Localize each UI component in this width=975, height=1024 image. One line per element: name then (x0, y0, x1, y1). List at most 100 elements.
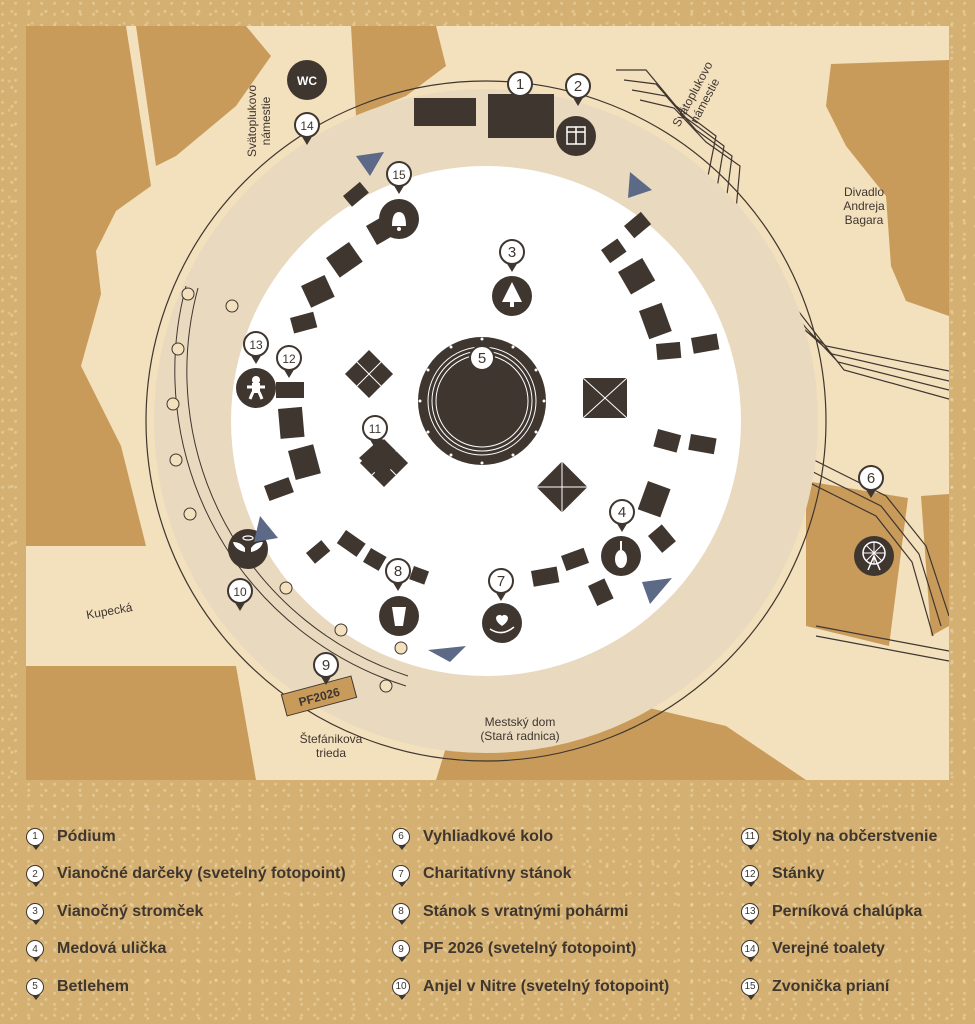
legend-item: 5 Betlehem (26, 968, 346, 1006)
street-label-stefanikova: trieda (316, 746, 346, 760)
legend-badge: 4 (26, 940, 44, 963)
map-pin-number: 6 (867, 470, 875, 487)
legend-item: 14 Verejné toalety (741, 931, 937, 969)
map-pin-circle (488, 568, 514, 594)
direction-arrow (642, 578, 672, 604)
stall (278, 406, 305, 439)
legend-label: Vianočné darčeky (svetelný fotopoint) (57, 865, 346, 883)
map-pin-8[interactable]: 8 (385, 558, 411, 591)
pillar (169, 453, 183, 467)
stall (306, 540, 331, 564)
legend-label: Charitatívny stánok (423, 865, 572, 883)
map-pin-5[interactable]: 5 (469, 345, 495, 378)
stall (336, 530, 366, 557)
map-pin-number: 9 (322, 657, 330, 674)
stall (561, 547, 590, 572)
map-pin-number: 8 (394, 563, 402, 580)
map-pin-12[interactable]: 12 (276, 345, 302, 378)
pillar (225, 299, 239, 313)
street-label: Svätoplukovo (245, 85, 259, 157)
building-label-divadlo: Divadlo (844, 185, 884, 199)
legend-label: Betlehem (57, 977, 130, 995)
legend-badge: 7 (392, 865, 410, 888)
map-pin-number: 14 (300, 119, 314, 133)
building-bottom-left (26, 666, 256, 780)
stall (691, 333, 720, 354)
pillar (166, 397, 180, 411)
map-pin-circle (227, 578, 253, 604)
tent (582, 377, 628, 419)
stall (618, 258, 656, 295)
colonnade-arc (174, 285, 407, 687)
building-right-edge (921, 494, 949, 636)
building-left (26, 26, 151, 546)
map-pin-circle (243, 331, 269, 357)
street-label-stefanikova: Štefánikova (300, 731, 363, 746)
legend-label: Zvonička prianí (772, 977, 890, 995)
map-pin-circle (499, 239, 525, 265)
pillar (334, 623, 348, 637)
legend-label: Stoly na občerstvenie (772, 827, 938, 845)
stall (639, 302, 672, 340)
stall (414, 98, 476, 126)
legend-badge: 10 (392, 977, 410, 1000)
legend-badge: 14 (741, 940, 759, 963)
tables-icon[interactable] (359, 438, 403, 478)
wc-icon[interactable] (287, 60, 327, 100)
pillar (279, 581, 293, 595)
legend-badge: 11 (741, 827, 759, 850)
direction-arrow (628, 172, 652, 198)
stall (290, 311, 318, 334)
nativity-lights (418, 337, 546, 465)
map-pin-4[interactable]: 4 (609, 499, 635, 532)
map-pin-2[interactable]: 2 (565, 73, 591, 106)
map-pin-6[interactable]: 6 (858, 465, 884, 498)
stall (648, 524, 676, 553)
map-pin-1[interactable]: 1 (507, 71, 533, 104)
pf-sign-icon[interactable]: PF2026 (280, 675, 358, 717)
pillar (379, 679, 393, 693)
legend-badge: 6 (392, 827, 410, 850)
legend-badge: 5 (26, 977, 44, 1000)
map-pin-11[interactable]: 11 (362, 415, 388, 448)
map-pin-number: 11 (369, 422, 382, 436)
pillar (171, 342, 185, 356)
market-map: PF2026 WC Svätoplukovo námestie Svätoplu… (26, 26, 949, 780)
stall (264, 477, 294, 502)
map-pin-14[interactable]: 14 (294, 112, 320, 145)
building-label-divadlo: Andreja (843, 199, 885, 213)
map-pin-7[interactable]: 7 (488, 568, 514, 601)
map-pin-number: 13 (249, 338, 263, 352)
nativity-scene (418, 337, 546, 465)
map-pin-13[interactable]: 13 (243, 331, 269, 364)
tent (536, 461, 588, 513)
legend-badge: 8 (392, 902, 410, 925)
legend-label: Stánok s vratnými pohármi (423, 902, 629, 920)
map-pin-10[interactable]: 10 (227, 578, 253, 611)
map-pin-3[interactable]: 3 (499, 239, 525, 272)
stall (409, 566, 430, 585)
map-pin-number: 10 (233, 585, 247, 599)
pillar (394, 641, 408, 655)
map-pin-number: 1 (516, 76, 524, 93)
map-pin-circle (385, 558, 411, 584)
legend-label: Verejné toalety (772, 940, 885, 958)
stall (656, 341, 682, 360)
map-pin-circle (469, 345, 495, 371)
legend-label: Pódium (57, 827, 116, 845)
map-pin-number: 15 (392, 168, 406, 182)
map-pin-15[interactable]: 15 (386, 161, 412, 194)
building-top-left (136, 26, 271, 166)
map-pin-circle (386, 161, 412, 187)
legend-item: 11 Stoly na občerstvenie (741, 818, 937, 856)
map-pin-9[interactable]: 9 (313, 652, 339, 685)
stall-icon[interactable] (276, 382, 304, 398)
stall (288, 444, 321, 480)
map-pin-number: 3 (508, 244, 516, 261)
stall (343, 181, 369, 207)
